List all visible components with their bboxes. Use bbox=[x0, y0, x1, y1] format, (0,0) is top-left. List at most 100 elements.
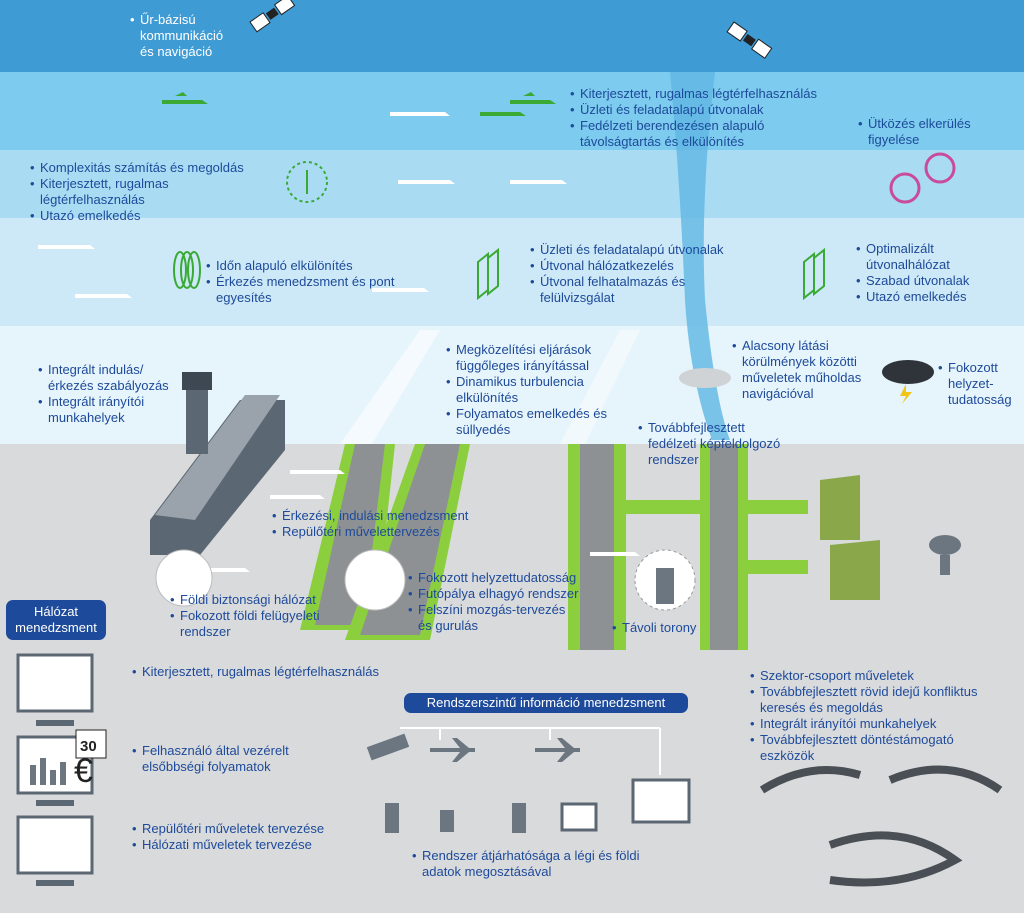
approach-beam bbox=[340, 330, 440, 444]
lower-airspace-band bbox=[0, 218, 1024, 326]
hangar bbox=[820, 475, 860, 540]
list-item: Integrált indulás/érkezés szabályozás bbox=[38, 362, 169, 394]
list-item: Komplexitás számítás és megoldás bbox=[30, 160, 244, 176]
satellite-icon-2 bbox=[726, 21, 773, 59]
airliner-icon-10 bbox=[590, 552, 640, 556]
airport-runway-list: Fokozott helyzettudatosság Futópálya elh… bbox=[408, 570, 578, 634]
calendar-day: 30 bbox=[80, 738, 97, 755]
list-item: Időn alapuló elkülönítés bbox=[206, 258, 394, 274]
hangar-2 bbox=[830, 540, 880, 600]
list-item: Távoli torony bbox=[612, 620, 696, 636]
lower-airspace-col2: Üzleti és feladatalapú útvonalak Útvonal… bbox=[530, 242, 724, 306]
list-item: Kiterjesztett, rugalmaslégtérfelhasználá… bbox=[30, 176, 244, 208]
list-item: Integrált irányítói munkahelyek bbox=[750, 716, 978, 732]
list-item: Utazó emelkedés bbox=[856, 289, 969, 305]
list-item: Repülőtéri művelettervezés bbox=[272, 524, 468, 540]
sector-list: Szektor-csoport műveletek Továbbfejleszt… bbox=[750, 668, 978, 764]
list-item: Utazó emelkedés bbox=[30, 208, 244, 224]
screen-icon-2 bbox=[631, 778, 691, 824]
tower-icon-2 bbox=[512, 803, 526, 833]
airliner-icon bbox=[390, 112, 450, 116]
military-jet-icon bbox=[162, 92, 208, 104]
airliner-icon-9 bbox=[200, 568, 250, 572]
tower-icon bbox=[385, 803, 399, 833]
airliner-icon-5 bbox=[75, 294, 132, 298]
plane-icon bbox=[430, 738, 475, 762]
list-item: Szektor-csoport műveletek bbox=[750, 668, 978, 684]
military-jet-icon-2 bbox=[510, 92, 556, 104]
list-item: Üzleti és feladatalapú útvonalak bbox=[570, 102, 817, 118]
airliner-icon-2 bbox=[398, 180, 455, 184]
military-jet-icon-3 bbox=[480, 112, 526, 116]
airport-arrivals-list: Érkezési, indulási menedzsment Repülőtér… bbox=[272, 508, 468, 540]
route-network-icon bbox=[477, 247, 499, 301]
list-item: Futópálya elhagyó rendszer bbox=[408, 586, 578, 602]
list-item: Üzleti és feladatalapú útvonalak bbox=[530, 242, 724, 258]
swim-title: Rendszerszintű információ menedzsment bbox=[404, 693, 688, 713]
control-tower bbox=[186, 384, 208, 454]
list-item: Útvonal hálózatkezelés bbox=[530, 258, 724, 274]
calendar-icon bbox=[75, 729, 107, 759]
surface-ring bbox=[344, 549, 406, 611]
lightning-icon bbox=[900, 384, 912, 404]
euro-icon: € bbox=[74, 752, 93, 790]
list-item: Kiterjesztett, rugalmas légtérfelhasznál… bbox=[132, 664, 379, 680]
list-item: Szabad útvonalak bbox=[856, 273, 969, 289]
screen-icon bbox=[560, 802, 598, 832]
time-separation-icon bbox=[173, 251, 201, 289]
list-item: Földi biztonsági hálózat bbox=[170, 592, 319, 608]
cloud-icon bbox=[679, 368, 731, 388]
satellite-icon bbox=[249, 0, 296, 33]
airport-ground-list: Földi biztonsági hálózat Fokozott földi … bbox=[170, 592, 319, 640]
airliner-icon-3 bbox=[510, 180, 567, 184]
list-item: Hálózati műveletek tervezése bbox=[132, 837, 324, 853]
storm-cloud-icon bbox=[882, 360, 934, 384]
mid-airspace-left-list: Komplexitás számítás és megoldás Kiterje… bbox=[30, 160, 244, 224]
list-item: Fokozott helyzettudatosság bbox=[408, 570, 578, 586]
controller-desk-icon bbox=[759, 765, 1003, 887]
remote-tower-label: Távoli torony bbox=[612, 620, 696, 636]
upper-airspace-center-list: Kiterjesztett, rugalmas légtérfelhasznál… bbox=[570, 86, 817, 150]
terminal-left-list: Integrált indulás/érkezés szabályozás In… bbox=[38, 362, 169, 426]
list-item: Rendszer átjárhatósága a légi és földiad… bbox=[412, 848, 640, 880]
swim-caption: Rendszer átjárhatósága a légi és földiad… bbox=[412, 848, 640, 880]
network-item-3: Repülőtéri műveletek tervezése Hálózati … bbox=[132, 821, 324, 853]
satellite-icon-3 bbox=[366, 733, 410, 761]
optimised-route-icon bbox=[803, 247, 825, 301]
airliner-icon-4 bbox=[38, 245, 95, 249]
network-item-1: Kiterjesztett, rugalmas légtérfelhasznál… bbox=[132, 664, 379, 680]
airliner-icon-7 bbox=[290, 470, 345, 474]
collision-ring-icon bbox=[889, 152, 956, 204]
lower-airspace-col1: Időn alapuló elkülönítés Érkezés menedzs… bbox=[206, 258, 394, 306]
swim-connectors bbox=[400, 727, 661, 775]
airliner-icon-8 bbox=[270, 495, 325, 499]
list-item: Továbbfejlesztett rövid idejű konfliktus… bbox=[750, 684, 978, 716]
list-item: Kiterjesztett, rugalmas légtérfelhasznál… bbox=[570, 86, 817, 102]
radar-dish-icon bbox=[440, 810, 454, 832]
list-item: Repülőtéri műveletek tervezése bbox=[132, 821, 324, 837]
